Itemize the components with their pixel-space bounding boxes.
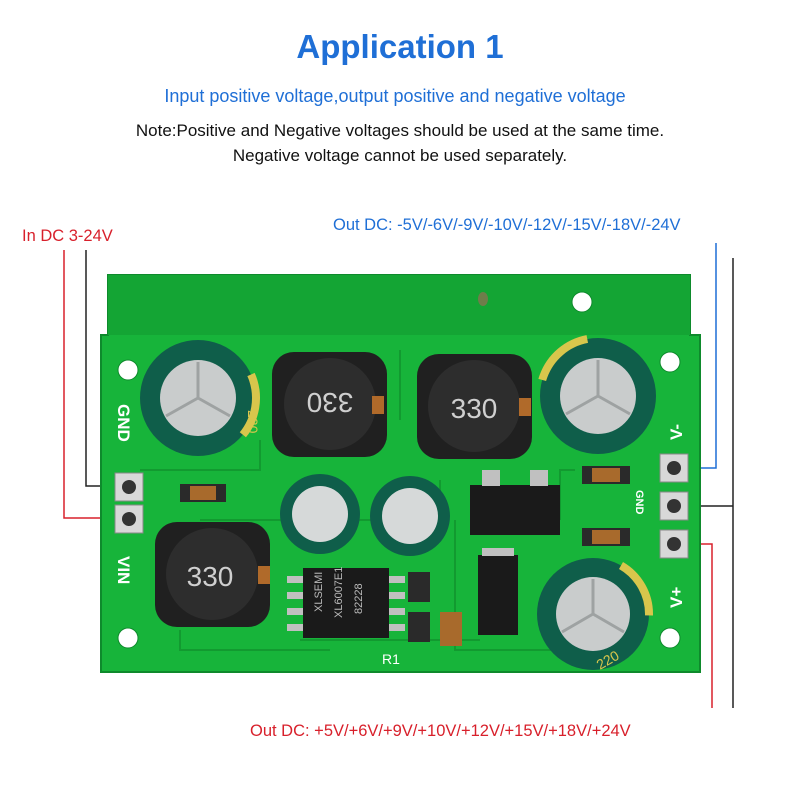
mount-hole-br — [659, 627, 681, 649]
capacitor-top-right — [536, 334, 660, 458]
mount-hole-top — [571, 291, 593, 313]
capacitor-small-left — [280, 474, 360, 554]
smd-components — [180, 466, 630, 646]
inductor-top-right: 330 — [417, 354, 532, 459]
svg-text:330: 330 — [451, 393, 498, 424]
input-voltage-label: In DC 3-24V — [22, 227, 113, 245]
svg-text:330: 330 — [187, 561, 234, 592]
output-positive-label: Out DC: +5V/+6V/+9V/+10V/+12V/+15V/+18V/… — [250, 722, 631, 740]
mount-hole-tl — [117, 359, 139, 381]
svg-text:XLSEMI: XLSEMI — [313, 572, 325, 612]
mount-hole-bl — [117, 627, 139, 649]
svg-text:XL6007E1: XL6007E1 — [333, 567, 345, 618]
silk-v-plus: V+ — [667, 587, 686, 608]
capacitor-bottom-right: 220 — [533, 554, 653, 674]
silk-vin: VIN — [114, 556, 133, 584]
output-terminals — [659, 453, 689, 559]
capacitor-small-right — [370, 476, 450, 556]
svg-text:330: 330 — [307, 387, 354, 418]
led-indicator — [478, 292, 488, 306]
page-title: Application 1 — [296, 28, 504, 65]
note-line-1: Note:Positive and Negative voltages shou… — [135, 121, 665, 140]
silk-gnd-left: GND — [114, 404, 133, 442]
svg-text:220: 220 — [245, 410, 261, 434]
vin-red-line — [63, 250, 115, 519]
mount-hole-tr — [659, 351, 681, 373]
capacitor-top-left: 220 — [136, 336, 261, 460]
note-line-2: Negative voltage cannot be used separate… — [232, 146, 568, 165]
input-terminals — [114, 472, 144, 534]
page-subtitle: Input positive voltage,output positive a… — [164, 86, 626, 106]
inductor-top-left: 330 — [272, 352, 387, 457]
silk-gnd-right: GND — [633, 490, 645, 515]
output-negative-label: Out DC: -5V/-6V/-9V/-10V/-12V/-15V/-18V/… — [333, 216, 681, 234]
silk-v-minus: V- — [667, 424, 686, 440]
resistor-label: R1 — [382, 651, 400, 667]
svg-text:82228: 82228 — [353, 583, 365, 614]
ic-xl6007: XLSEMI XL6007E1 82228 — [287, 567, 405, 638]
inductor-bottom-left: 330 — [155, 522, 270, 627]
